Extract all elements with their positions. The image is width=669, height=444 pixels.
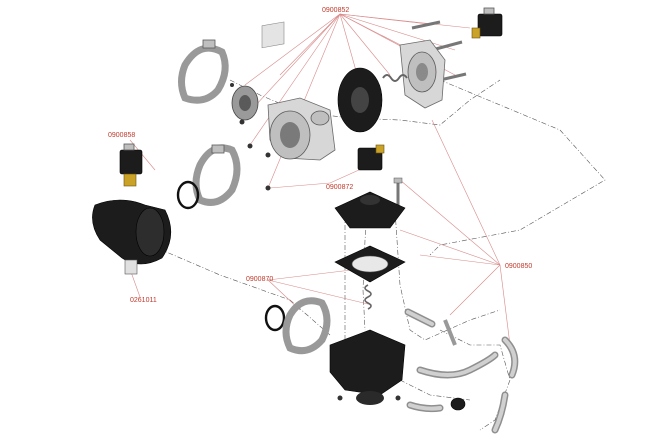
small-screws	[230, 83, 271, 191]
tri-clamp-middle	[192, 144, 241, 206]
callout-bottom-left: 0261011	[130, 297, 157, 304]
valve-body-left-black	[92, 199, 172, 265]
diaphragm-top	[337, 67, 383, 133]
valve-cover-top	[399, 39, 446, 109]
gasket-disc	[231, 85, 259, 121]
callout-middle: 0900872	[326, 184, 353, 191]
solenoid-coil-top	[471, 7, 503, 39]
solenoid-coil-left	[119, 143, 143, 187]
check-valve	[450, 397, 466, 411]
callout-right: 0900850	[505, 263, 532, 270]
spring-lower	[364, 284, 372, 310]
callout-top: 0900852	[322, 7, 349, 14]
tri-clamp-lower	[282, 297, 331, 355]
fitting-0261011	[124, 259, 138, 275]
tri-clamp-top	[178, 39, 229, 104]
tubing	[404, 308, 519, 434]
valve-cover-lower	[334, 191, 406, 229]
spring	[382, 74, 408, 82]
valve-body-metal	[267, 97, 336, 161]
valve-body-lower-black	[329, 329, 406, 405]
filter-screen	[261, 21, 285, 49]
o-ring-middle	[176, 180, 200, 210]
o-ring-lower	[264, 304, 286, 332]
callout-left-solenoid: 0900858	[108, 132, 135, 139]
screws-lower	[337, 395, 401, 401]
diaphragm-lower	[334, 245, 406, 283]
callout-lower-left: 0900870	[246, 276, 273, 283]
solenoid-coil-middle	[357, 144, 385, 171]
